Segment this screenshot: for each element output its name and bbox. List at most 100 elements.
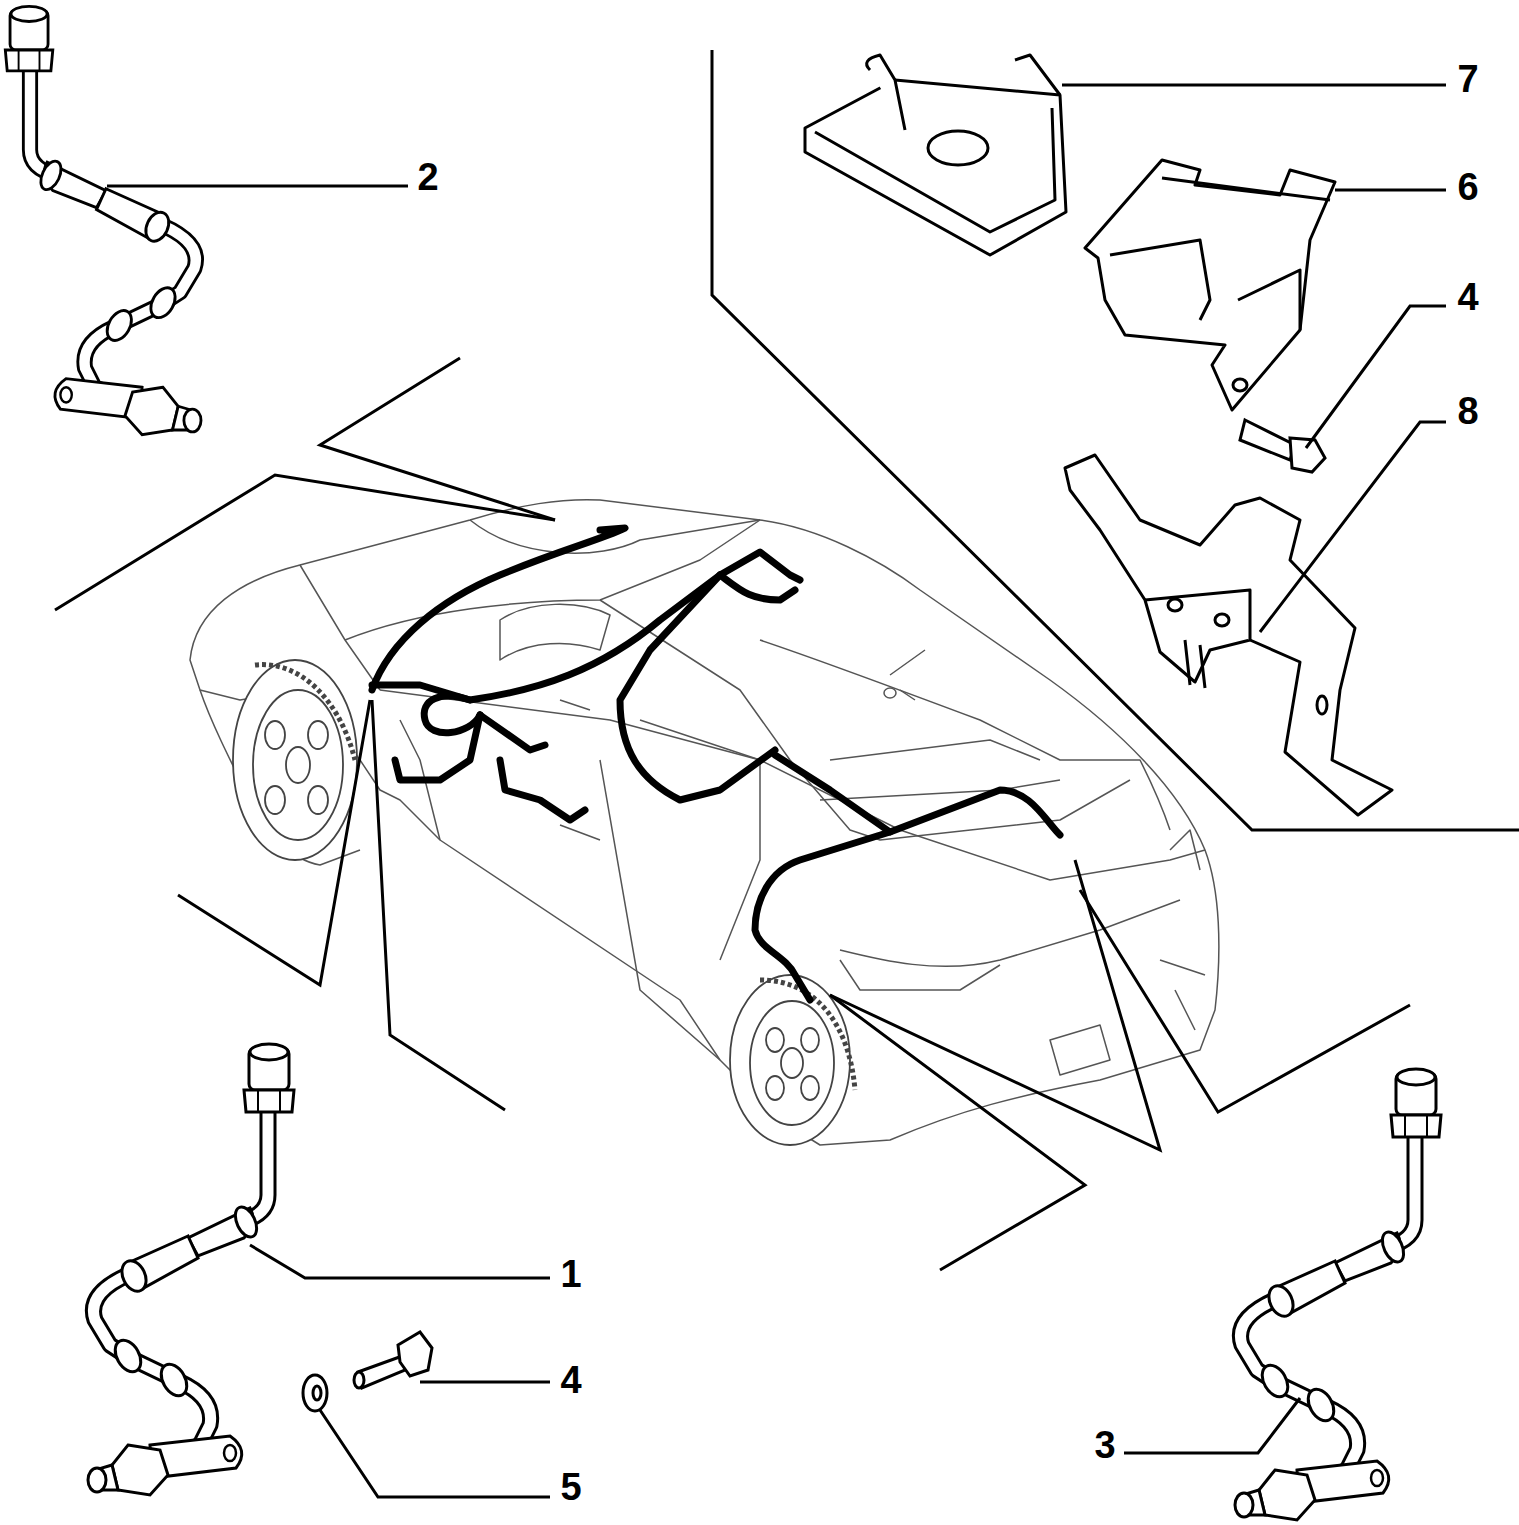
- bolt: [1240, 420, 1295, 460]
- washer: [303, 1375, 327, 1411]
- wheel: [781, 1048, 803, 1078]
- wheel: [233, 660, 357, 860]
- callout-number: 5: [558, 1468, 583, 1506]
- bracket: [1065, 455, 1392, 815]
- pointer-line: [830, 995, 1085, 1270]
- car-outline: [1160, 960, 1205, 975]
- wheel: [255, 665, 355, 760]
- bracket: [1015, 55, 1060, 95]
- bracket: [1085, 160, 1335, 410]
- leader-line: [250, 1245, 550, 1278]
- wheel: [766, 1076, 784, 1100]
- wheel: [233, 660, 357, 860]
- callout-number: 1: [558, 1255, 583, 1293]
- car-outline: [640, 720, 760, 960]
- wheel: [265, 721, 285, 749]
- car-outline: [884, 688, 896, 698]
- bracket: [1162, 178, 1330, 200]
- brake-pipe: [5, 6, 201, 434]
- pointer-line: [712, 50, 1519, 830]
- brake-line-run: [620, 575, 775, 800]
- washer: [313, 1386, 321, 1400]
- brake-line-run: [372, 552, 800, 700]
- car-outline: [190, 500, 1219, 1145]
- bracket: [1085, 160, 1335, 410]
- callout-number: 2: [415, 158, 440, 196]
- brake-line-run: [755, 832, 890, 1000]
- bracket: [1185, 640, 1205, 688]
- wheel: [286, 747, 310, 783]
- leader-line: [1062, 84, 1446, 87]
- leader-line: [1260, 422, 1446, 632]
- bracket: [1145, 590, 1250, 640]
- car-outline: [1170, 830, 1200, 870]
- pointer-line: [830, 860, 1160, 1150]
- pointer-line: [320, 358, 555, 520]
- bracket: [805, 55, 1066, 255]
- bolt: [398, 1332, 432, 1376]
- car-outline: [840, 960, 1000, 990]
- wheel: [253, 690, 343, 840]
- bolt: [354, 1332, 432, 1388]
- bracket: [1168, 599, 1182, 611]
- car-outline: [380, 690, 1205, 880]
- bracket: [815, 108, 1055, 232]
- bracket: [1238, 270, 1300, 330]
- washer: [303, 1375, 327, 1411]
- brake-line-run: [395, 715, 480, 780]
- bracket: [1317, 696, 1327, 714]
- wheel: [766, 1028, 784, 1052]
- leader-line: [107, 185, 408, 188]
- car-outline: [500, 604, 610, 660]
- pointer-line: [55, 50, 1519, 1270]
- brake-line-run: [480, 715, 585, 820]
- car-outline: [1175, 990, 1195, 1030]
- callout-number: 4: [558, 1361, 583, 1399]
- leader-line: [1306, 306, 1446, 448]
- leader-line: [1335, 189, 1446, 192]
- bracket: [867, 55, 905, 130]
- wheel: [308, 721, 328, 749]
- bracket: [1215, 614, 1229, 626]
- car-outline: [830, 740, 1040, 760]
- leader-line: [1124, 1398, 1300, 1453]
- wheel: [730, 975, 850, 1145]
- leader-line: [107, 85, 1446, 1497]
- pointer-line: [178, 700, 370, 985]
- car-outline: [1050, 1025, 1110, 1075]
- brake-pipe: [5, 6, 201, 434]
- brake-line-run: [372, 528, 1060, 1000]
- leader-line: [320, 1410, 550, 1497]
- leader-line: [420, 1381, 550, 1384]
- wheel: [750, 1001, 834, 1125]
- car-outline: [600, 760, 720, 1060]
- brake-line-run: [720, 575, 795, 600]
- callout-number: 7: [1455, 60, 1480, 98]
- bolt: [1240, 420, 1325, 472]
- wheel: [801, 1028, 819, 1052]
- wheel: [801, 1076, 819, 1100]
- callout-number: 6: [1455, 168, 1480, 206]
- car-outline: [840, 900, 1180, 966]
- brake-line-run: [775, 755, 1060, 835]
- bracket: [1233, 379, 1247, 391]
- wheel: [265, 786, 285, 814]
- callout-number: 3: [1092, 1426, 1117, 1464]
- bracket: [805, 80, 1066, 255]
- pointer-line: [1080, 890, 1410, 1112]
- brake-pipe: [88, 1044, 294, 1495]
- bracket: [928, 131, 988, 165]
- brake-line-run: [424, 696, 480, 733]
- callout-number: 8: [1455, 392, 1480, 430]
- bracket: [1065, 455, 1392, 815]
- car-outline: [190, 500, 1219, 1145]
- brake-pipe: [88, 1044, 294, 1495]
- bracket: [1110, 240, 1210, 320]
- wheel: [308, 786, 328, 814]
- bolt: [1290, 438, 1325, 472]
- callout-number: 4: [1455, 278, 1480, 316]
- car-outline: [345, 520, 760, 640]
- pointer-line: [372, 700, 505, 1110]
